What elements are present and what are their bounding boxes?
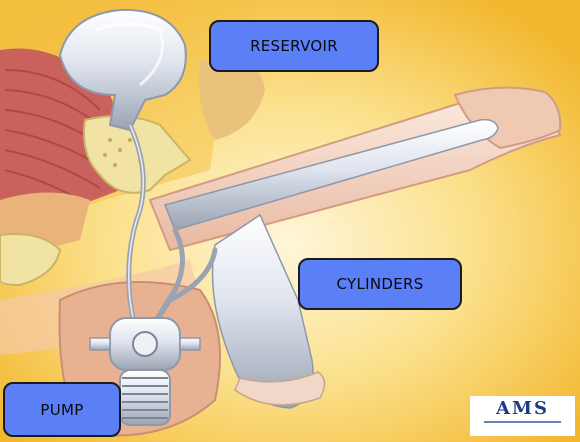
reservoir-label: RESERVOIR	[209, 20, 379, 72]
ams-logo: AMS	[470, 396, 575, 436]
logo-underline	[484, 421, 561, 423]
logo-text: AMS	[470, 398, 575, 420]
cylinders-label: CYLINDERS	[298, 258, 462, 310]
pump-label: PUMP	[3, 382, 121, 437]
